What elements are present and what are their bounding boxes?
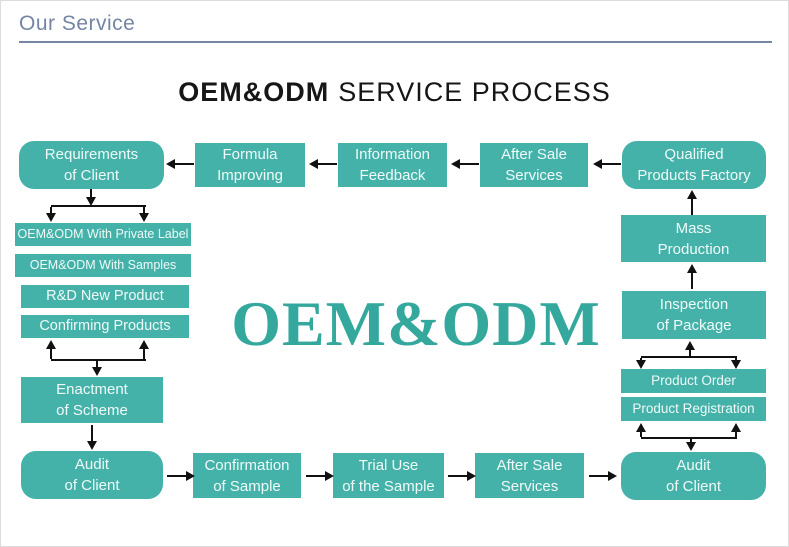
node-audit-of-client-left: Audit of Client [21,451,163,499]
node-requirements-of-client: Requirements of Client [19,141,164,189]
node-product-registration: Product Registration [621,397,766,421]
page-title: Our Service [19,12,136,35]
node-qualified-products-factory: Qualified Products Factory [622,141,766,189]
watermark-text: OEM&ODM [231,288,601,359]
header-divider [19,41,772,43]
node-formula-improving: Formula Improving [195,143,305,187]
diagram-title-rest: SERVICE PROCESS [338,77,611,107]
diagram-title: OEM&ODM SERVICE PROCESS [1,77,788,108]
node-enactment-of-scheme: Enactment of Scheme [21,377,163,423]
node-after-sale-services-top: After Sale Services [480,143,588,187]
node-after-sale-services-bottom: After Sale Services [475,453,584,498]
diagram-title-brand: OEM&ODM [178,77,330,107]
node-audit-of-client-right: Audit of Client [621,452,766,500]
node-inspection-of-package: Inspection of Package [622,291,766,339]
node-oem-private-label: OEM&ODM With Private Label [15,223,191,246]
node-product-order: Product Order [621,369,766,393]
node-information-feedback: Information Feedback [338,143,447,187]
node-trial-use-of-sample: Trial Use of the Sample [333,453,444,498]
node-oem-with-samples: OEM&ODM With Samples [15,254,191,277]
node-confirmation-of-sample: Confirmation of Sample [193,453,301,498]
node-confirming-products: Confirming Products [21,315,189,338]
node-rd-new-product: R&D New Product [21,285,189,308]
node-mass-production: Mass Production [621,215,766,262]
